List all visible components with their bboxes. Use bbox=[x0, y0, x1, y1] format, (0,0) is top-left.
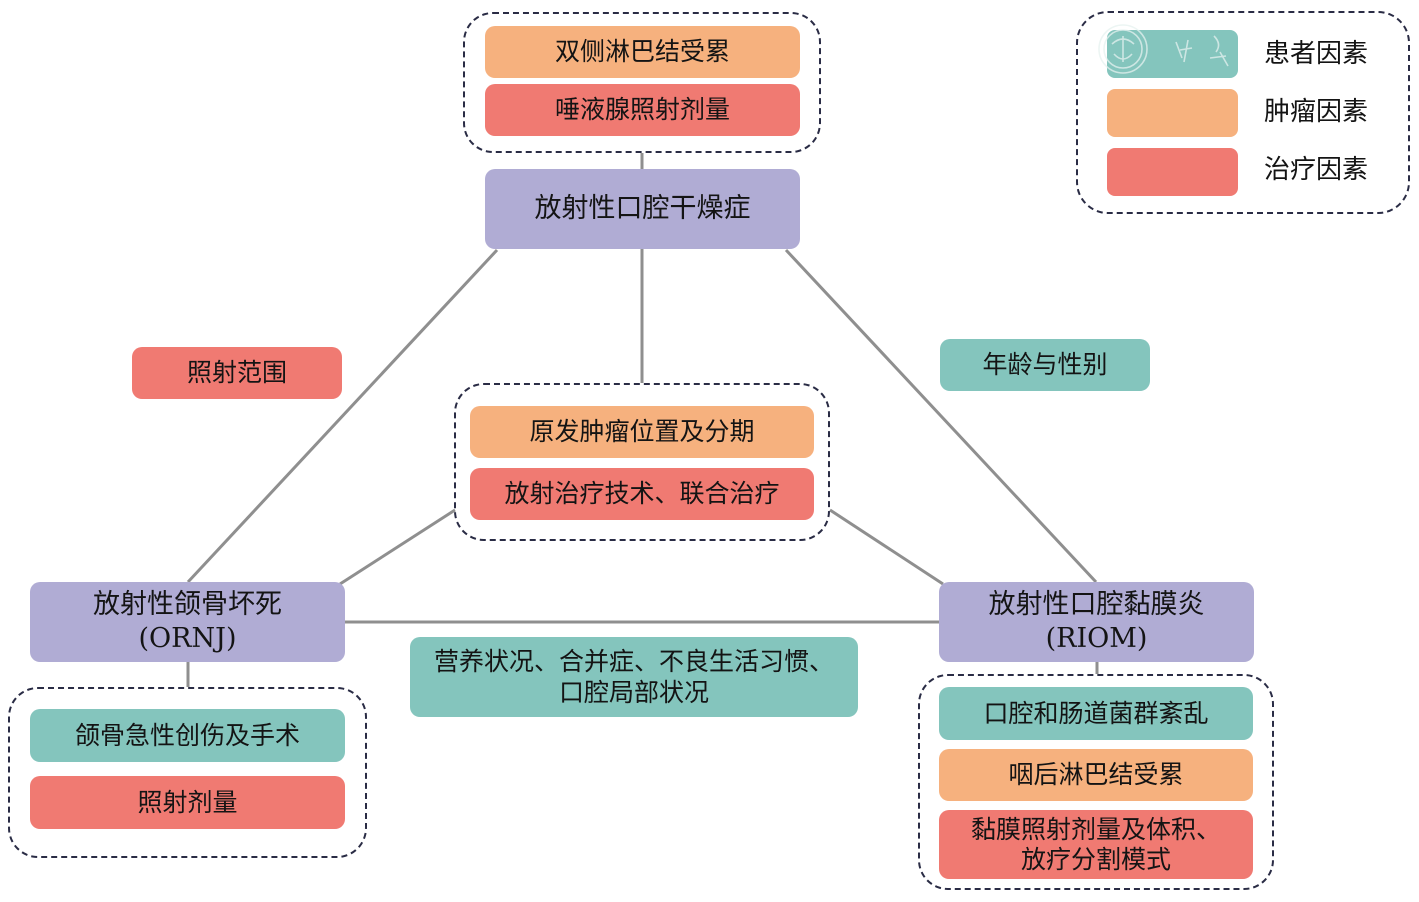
factor-mucosal-dose-line2: 放疗分割模式 bbox=[1020, 844, 1171, 874]
complication-riom-abbr: (RIOM) bbox=[1045, 623, 1148, 654]
connector-center-group-to-ornj bbox=[339, 508, 456, 586]
connector-xerostomia-to-ornj bbox=[186, 248, 499, 584]
factor-bilateral-lymph-node: 双侧淋巴结受累 bbox=[485, 26, 800, 78]
factor-age-and-sex: 年龄与性别 bbox=[940, 339, 1150, 391]
connector-center-group-to-riom bbox=[829, 508, 944, 586]
riom-factor-group bbox=[918, 674, 1274, 890]
factor-radiotherapy-technique: 放射治疗技术、联合治疗 bbox=[470, 468, 814, 520]
complication-ornj: 放射性颌骨坏死 (ORNJ) bbox=[30, 582, 345, 662]
xerostomia-factor-group bbox=[463, 12, 821, 153]
complication-riom-name: 放射性口腔黏膜炎 bbox=[988, 589, 1205, 620]
complication-riom: 放射性口腔黏膜炎 (RIOM) bbox=[939, 582, 1254, 662]
factor-retropharyngeal-lymph-node: 咽后淋巴结受累 bbox=[939, 749, 1253, 801]
factor-nutrition-comorbidity-habits: 营养状况、合并症、不良生活习惯、 口腔局部状况 bbox=[410, 637, 858, 717]
factor-nutrition-line1: 营养状况、合并症、不良生活习惯、 bbox=[433, 647, 834, 676]
legend-label-tumor: 肿瘤因素 bbox=[1264, 97, 1369, 127]
legend-label-patient: 患者因素 bbox=[1264, 39, 1369, 69]
factor-irradiation-range: 照射范围 bbox=[132, 347, 342, 399]
connector-xerostomia-to-riom bbox=[784, 248, 1098, 584]
legend-swatch-tumor bbox=[1107, 89, 1238, 137]
factor-microbiota-dysbiosis: 口腔和肠道菌群紊乱 bbox=[939, 687, 1253, 740]
factor-mucosal-dose-fractionation: 黏膜照射剂量及体积、 放疗分割模式 bbox=[939, 810, 1253, 879]
legend-swatch-treatment bbox=[1107, 148, 1238, 196]
ornj-factor-group bbox=[8, 687, 367, 858]
factor-jaw-trauma-surgery: 颌骨急性创伤及手术 bbox=[30, 709, 345, 762]
legend-swatch-patient bbox=[1107, 30, 1238, 78]
complication-xerostomia: 放射性口腔干燥症 bbox=[485, 169, 800, 249]
factor-primary-tumor-site-stage: 原发肿瘤位置及分期 bbox=[470, 406, 814, 458]
shared-factor-group bbox=[454, 383, 830, 541]
factor-irradiation-dose: 照射剂量 bbox=[30, 776, 345, 829]
complication-ornj-abbr: (ORNJ) bbox=[138, 623, 237, 654]
factor-mucosal-dose-line1: 黏膜照射剂量及体积、 bbox=[970, 814, 1221, 844]
legend bbox=[1076, 11, 1410, 214]
legend-label-treatment: 治疗因素 bbox=[1264, 155, 1369, 185]
factor-salivary-gland-dose: 唾液腺照射剂量 bbox=[485, 84, 800, 136]
factor-nutrition-line2: 口腔局部状况 bbox=[558, 678, 709, 707]
complication-ornj-name: 放射性颌骨坏死 bbox=[93, 589, 282, 620]
